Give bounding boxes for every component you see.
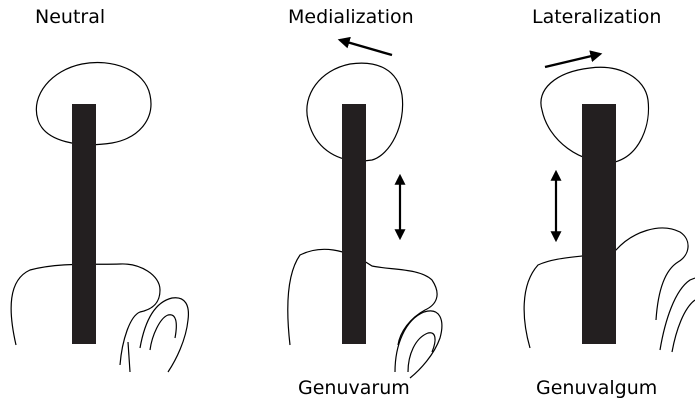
rod [72,104,96,344]
fibula-inner-outline [672,300,695,352]
fibula-outline [660,278,695,350]
fibula-inner-outline [150,315,176,350]
fibula-outline [140,298,188,372]
rod [342,104,366,344]
arrow-lateral-icon [545,54,600,67]
arrow-medial-icon [340,40,392,55]
panel-lateralization [524,54,695,352]
rod [582,104,616,344]
panel-neutral [11,62,188,372]
panel-medialization [288,40,442,378]
fibula-inner-outline [408,333,435,372]
bone-shaft-line [128,342,130,372]
